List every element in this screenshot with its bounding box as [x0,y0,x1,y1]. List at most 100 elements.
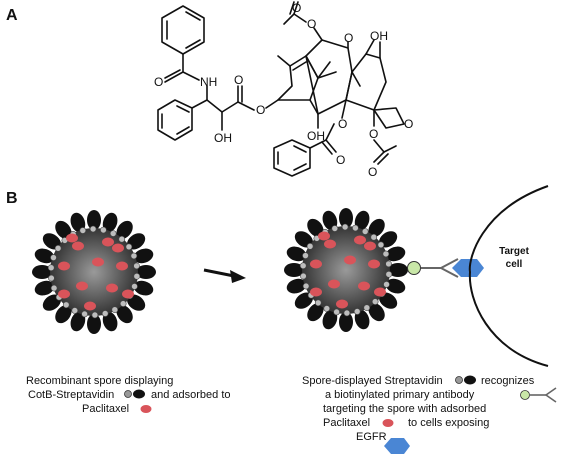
streptavidin-dot [331,225,339,232]
streptavidin-icon-right [455,376,463,384]
right-caption: Spore-displayed Streptavidin recognizes … [302,375,557,454]
streptavidin-dot [50,254,57,261]
paclitaxel-particle [368,259,380,269]
streptavidin-dot [133,272,141,280]
paclitaxel-particle [76,281,88,291]
left-caption-line3: and adsorbed to [151,389,231,401]
antibody-icon-arms [544,387,557,403]
cotb-petal [339,312,353,332]
paclitaxel-particle [310,287,322,297]
side-chain-oh-label: OH [214,131,232,145]
ester-o-label: O [256,103,265,117]
cotb-petal [322,210,338,231]
cotb-petal [385,278,406,294]
molecule-atom-labels: NH O O O OH O O O OH OH O O O O O [154,1,413,179]
egfr-icon [384,438,410,454]
streptavidin-dot [323,305,331,312]
paclitaxel-particle [106,283,118,293]
streptavidin-dot [333,308,340,316]
cotb-petal [322,309,338,330]
streptavidin-dot [119,300,127,307]
spore-left-streptavidin-dots [47,225,141,319]
left-caption-line4: Paclitaxel [82,403,129,415]
left-caption: Recombinant spore displaying CotB-Strept… [26,375,231,415]
target-cell-membrane [468,185,549,367]
ester-carbonyl-o-label: O [234,73,243,87]
cotb-petal [70,212,86,233]
streptavidin-dot [343,309,351,317]
paclitaxel-particle [328,279,340,289]
paclitaxel-particle [92,257,104,267]
right-caption-line7: EGFR [356,431,387,443]
cotb-petal [133,280,154,296]
streptavidin-dot [101,310,109,317]
ketone-o-label: O [344,31,353,45]
streptavidin-dot [89,225,97,233]
streptavidin-dot [131,283,138,290]
right-caption-line6: to cells exposing [408,417,489,429]
paclitaxel-particle [102,237,114,247]
streptavidin-dot [118,235,126,243]
right-caption-line2: recognizes [481,375,535,387]
egfr-receptor [452,259,484,277]
streptavidin-dot [377,241,385,249]
panel-label-b: B [6,190,18,207]
paclitaxel-particle [58,289,70,299]
streptavidin-dot [48,274,55,282]
paclitaxel-particle [318,231,330,241]
cotb-petal [102,311,118,332]
streptavidin-dot [300,272,307,280]
cotb-petal [354,309,370,330]
benzene-ring-left [157,99,193,141]
paclitaxel-particle [354,235,366,245]
c1-oh-label: OH [307,129,325,143]
streptavidin-dot [299,262,307,270]
cotb-petal [34,248,55,264]
paclitaxel-particle [358,281,370,291]
benzene-ring-top [161,5,205,55]
right-caption-line1: Spore-displayed Streptavidin [302,375,443,387]
streptavidin-dot [100,226,107,234]
streptavidin-dot [302,252,309,259]
streptavidin-dot [302,282,310,290]
right-caption-line3: a biotinylated primary antibody [325,389,475,401]
obz-o2-label: O [336,153,345,167]
oxetane-ring [373,107,405,129]
antibody-arms [438,258,459,278]
paclitaxel-particle [324,239,336,249]
oxetane-o-label: O [404,117,413,131]
oac-top-o1-label: O [307,17,316,31]
streptavidin-icon [124,390,132,398]
spore-left [32,210,156,334]
cotb-petal [133,248,154,264]
paclitaxel-particle [84,301,96,311]
spore-left-petals [32,210,156,334]
paclitaxel-particle [364,241,376,251]
streptavidin-dot [133,262,140,270]
cotb-petal [388,263,408,277]
right-caption-line5: Paclitaxel [323,417,370,429]
panel-label-a: A [6,7,18,24]
cotb-icon-right [464,375,476,385]
spore-right-paclitaxel [310,231,386,309]
paclitaxel-structure [157,1,405,177]
cotb-petal [307,218,324,237]
cotb-petal [55,220,72,239]
spore-left-paclitaxel [58,233,134,311]
cotb-petal [55,305,72,324]
oac-o2-label: O [368,165,377,179]
cotb-petal [286,246,307,262]
streptavidin-dot [353,308,361,315]
streptavidin-dot [71,307,79,314]
cotb-petal [286,278,307,294]
cotb-icon [133,389,145,399]
streptavidin-dot [130,252,138,260]
streptavidin-dot [81,310,88,318]
paclitaxel-particle [122,289,134,299]
ring-a [277,55,319,101]
target-cell-label-line2: cell [506,259,523,270]
streptavidin-dot [62,301,70,309]
paclitaxel-particle [116,261,128,271]
